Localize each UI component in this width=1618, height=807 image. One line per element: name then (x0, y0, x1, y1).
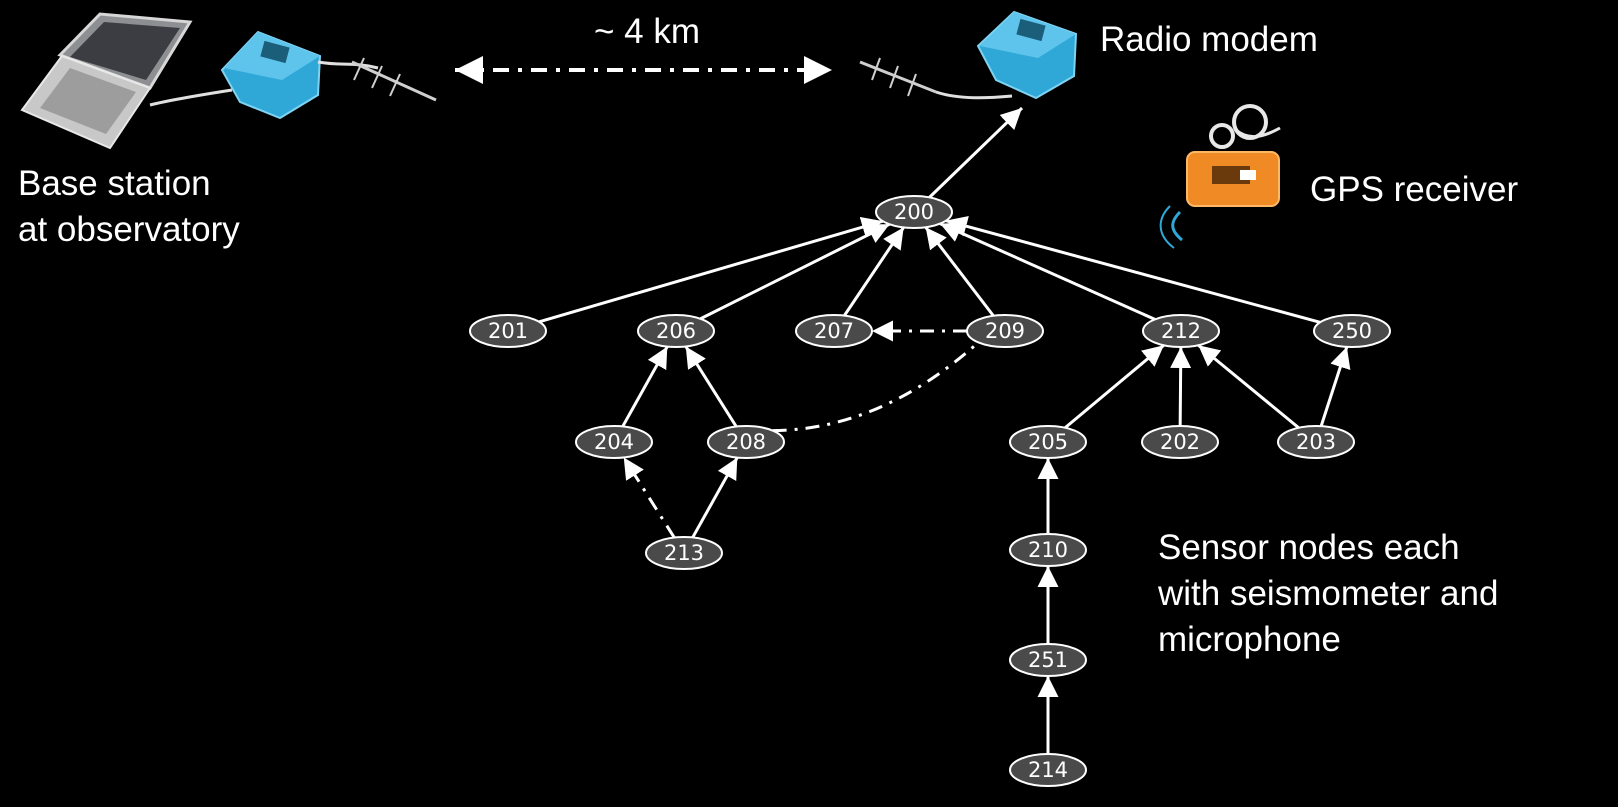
network-nodes: 200 201 206 207 209 212 250 204 208 205 202 203 213 2… (469, 195, 1391, 787)
node-201-label: 201 (488, 319, 528, 343)
node-200: 200 (875, 195, 953, 229)
sensor-nodes-label-line3: microphone (1158, 620, 1341, 659)
link-213-204 (622, 456, 676, 539)
sensor-nodes-label-line2: with seismometer and (1158, 574, 1499, 613)
node-200-label: 200 (894, 200, 934, 224)
node-251: 251 (1009, 643, 1087, 677)
node-209-label: 209 (985, 319, 1025, 343)
link-250-200 (945, 216, 1321, 324)
sensor-nodes-label-line1: Sensor nodes each (1158, 528, 1460, 567)
node-212-shape (1142, 314, 1220, 348)
node-208-shape (707, 425, 785, 459)
node-203: 203 (1277, 425, 1355, 459)
link-204-206 (621, 345, 669, 428)
link-208-209 (772, 341, 980, 433)
radio-modem-label: Radio modem (1100, 20, 1318, 59)
node-251-label: 251 (1028, 648, 1068, 672)
node-210-shape (1009, 533, 1087, 567)
link-200-radio-modem (928, 106, 1024, 199)
link-202-212 (1170, 346, 1192, 427)
node-213: 213 (645, 536, 723, 570)
node-250-label: 250 (1332, 319, 1372, 343)
link-213-208 (691, 456, 739, 539)
node-214-shape (1009, 753, 1087, 787)
node-207-label: 207 (814, 319, 854, 343)
node-205: 205 (1009, 425, 1087, 459)
link-206-200 (699, 222, 891, 321)
node-250: 250 (1313, 314, 1391, 348)
node-204-label: 204 (594, 430, 634, 454)
base-station-label-line1: Base station (18, 164, 211, 203)
node-206-label: 206 (656, 319, 696, 343)
node-205-shape (1009, 425, 1087, 459)
node-207-shape (795, 314, 873, 348)
node-201-shape (469, 314, 547, 348)
link-207-200 (843, 226, 905, 317)
network-links (538, 106, 1351, 754)
node-201: 201 (469, 314, 547, 348)
link-212-200 (939, 222, 1156, 321)
link-208-206 (684, 345, 738, 428)
gps-receiver-label: GPS receiver (1310, 170, 1519, 209)
node-208: 208 (707, 425, 785, 459)
link-205-212 (1064, 344, 1165, 429)
gps-receiver-icon (1159, 104, 1281, 249)
node-200-shape (875, 195, 953, 229)
node-210-label: 210 (1028, 538, 1068, 562)
node-203-shape (1277, 425, 1355, 459)
node-203-label: 203 (1296, 430, 1336, 454)
radio-modem-icon (976, 10, 1078, 100)
node-202-shape (1141, 425, 1219, 459)
link-203-250 (1319, 346, 1351, 427)
node-213-shape (645, 536, 723, 570)
node-212: 212 (1142, 314, 1220, 348)
node-214: 214 (1009, 753, 1087, 787)
node-213-label: 213 (664, 541, 704, 565)
node-202-label: 202 (1160, 430, 1200, 454)
antenna-icon (859, 57, 1013, 100)
node-204: 204 (575, 425, 653, 459)
node-209-shape (966, 314, 1044, 348)
node-251-shape (1009, 643, 1087, 677)
node-207: 207 (795, 314, 873, 348)
laptop-icon (20, 12, 233, 150)
link-201-200 (538, 216, 884, 324)
distance-label: ~ 4 km (594, 12, 701, 51)
node-202: 202 (1141, 425, 1219, 459)
node-210: 210 (1009, 533, 1087, 567)
link-209-200 (924, 226, 995, 317)
antenna-icon (351, 57, 437, 102)
node-214-label: 214 (1028, 758, 1068, 782)
node-204-shape (575, 425, 653, 459)
node-206-shape (637, 314, 715, 348)
radio-modem-icon (220, 30, 379, 120)
node-250-shape (1313, 314, 1391, 348)
base-station-label-line2: at observatory (18, 210, 240, 249)
node-205-label: 205 (1028, 430, 1068, 454)
node-208-label: 208 (726, 430, 766, 454)
link-203-212 (1197, 344, 1300, 429)
node-209: 209 (966, 314, 1044, 348)
node-206: 206 (637, 314, 715, 348)
node-212-label: 212 (1161, 319, 1201, 343)
